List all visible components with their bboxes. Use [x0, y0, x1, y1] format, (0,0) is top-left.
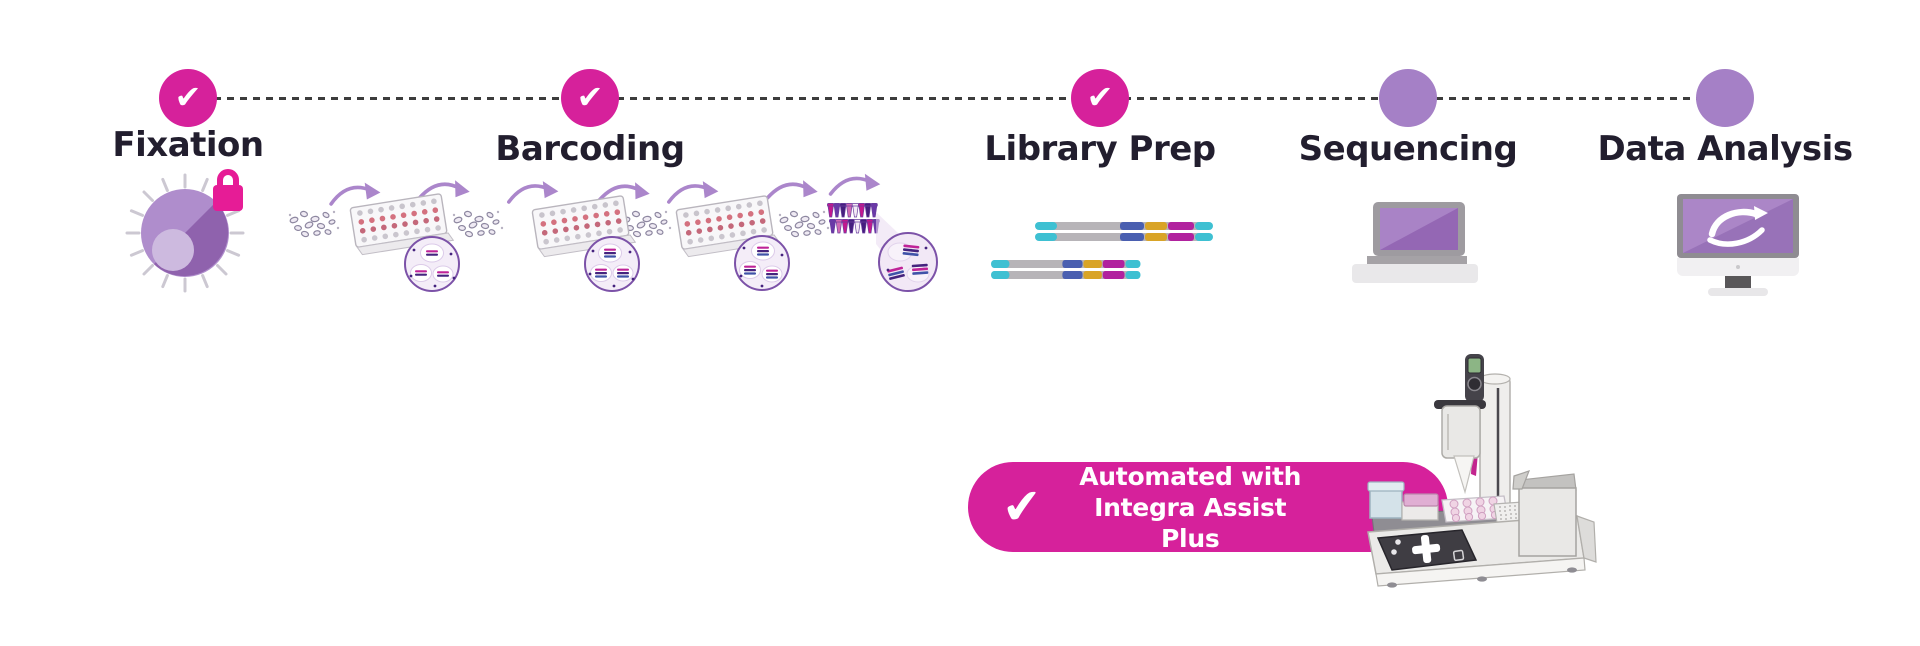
step-label-barcoding: Barcoding	[495, 129, 685, 169]
step-sequencing: Sequencing	[1299, 69, 1518, 169]
pcr-tube-strip-icon	[827, 203, 880, 234]
step-circle-data-analysis-upcoming	[1696, 69, 1754, 127]
automation-badge: ✔ Automated with Integra Assist Plus	[968, 461, 1448, 554]
waste-bin	[1512, 470, 1577, 557]
check-icon: ✔	[576, 78, 604, 116]
step-label-sequencing: Sequencing	[1298, 129, 1518, 169]
magnified-cells-circle-round3	[734, 235, 790, 291]
assist-plus-robot-illustration	[1367, 354, 1597, 588]
pipette-carriage	[1434, 400, 1486, 495]
monitor-stand	[1725, 276, 1751, 288]
cell-spikes	[125, 173, 245, 293]
badge-check-icon: ✔	[1000, 477, 1045, 537]
check-icon: ✔	[174, 78, 202, 116]
magnified-cells-circle-round1	[404, 236, 460, 292]
monitor-base	[1708, 288, 1768, 296]
step-label-library-prep: Library Prep	[984, 129, 1216, 169]
reagent-reservoir-blue	[1367, 481, 1405, 519]
swoosh-arrowhead	[1754, 206, 1768, 220]
sequencer-laptop-icon	[1352, 202, 1478, 283]
split-pool-barcoding-illustration	[288, 171, 938, 292]
step-label-fixation: Fixation	[112, 125, 264, 165]
step-label-data-analysis: Data Analysis	[1597, 129, 1853, 169]
swoosh-logo	[1707, 208, 1765, 247]
cell-nucleus	[152, 229, 194, 271]
step-barcoding: ✔ Barcoding	[495, 69, 685, 169]
step-circle-library-prep-complete: ✔	[1071, 69, 1129, 127]
robot-feet	[1387, 567, 1577, 588]
step-fixation: ✔ Fixation	[112, 69, 264, 165]
analysis-monitor-icon	[1677, 194, 1799, 296]
magnified-cells-circle-round2	[584, 236, 640, 292]
step-circle-barcoding-complete: ✔	[561, 69, 619, 127]
padlock-icon	[213, 169, 243, 211]
reagent-reservoir-pink	[1401, 493, 1439, 521]
step-library-prep: ✔ Library Prep	[984, 69, 1216, 169]
laptop-base	[1352, 264, 1478, 283]
control-panel	[1376, 529, 1478, 571]
timeline-dashed-line	[188, 97, 1725, 100]
badge-text-line2: Integra Assist Plus	[1094, 492, 1287, 553]
fixed-cell-lock-icon	[125, 169, 245, 293]
check-icon: ✔	[1086, 78, 1114, 116]
step-circle-sequencing-upcoming	[1379, 69, 1437, 127]
badge-text: Automated with Integra Assist Plus	[1062, 461, 1318, 554]
step-circle-fixation-complete: ✔	[159, 69, 217, 127]
barcoded-cells-circle	[878, 232, 938, 292]
deck-well-plate-large	[1441, 495, 1509, 523]
step-data-analysis: Data Analysis	[1597, 69, 1853, 169]
monitor-button	[1736, 265, 1740, 269]
badge-text-line1: Automated with	[1079, 461, 1302, 491]
laptop-hinge	[1367, 256, 1467, 265]
dna-library-strands-icon	[991, 222, 1213, 279]
